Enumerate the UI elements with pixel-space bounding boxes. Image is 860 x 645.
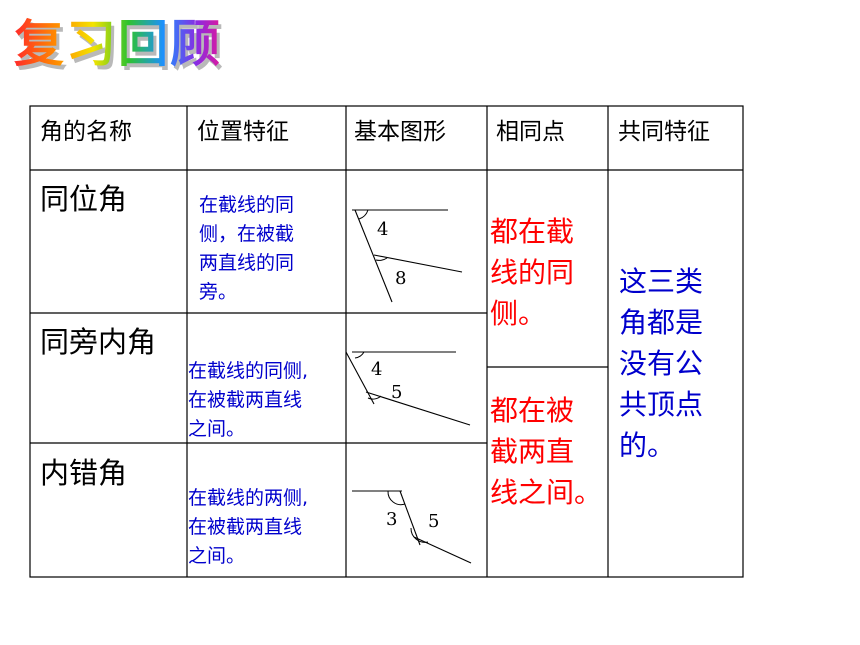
same-side-interior-angles-figure bbox=[345, 351, 471, 426]
page-title: 复习回顾 bbox=[14, 4, 222, 76]
header-same-point: 相同点 bbox=[496, 119, 565, 145]
position-text-row3: 在截线的两侧, 在被截两直线 之间。 bbox=[188, 487, 309, 567]
figure1-label-b: 8 bbox=[395, 268, 407, 289]
figure3-label-a: 3 bbox=[386, 509, 398, 530]
title-shadow: 复习回顾 bbox=[17, 8, 225, 80]
corresponding-angles-figure bbox=[352, 209, 463, 303]
alternate-interior-angles-figure bbox=[352, 490, 472, 564]
position-text-row2: 在截线的同侧, 在被截两直线 之间。 bbox=[188, 360, 309, 440]
figure2-label-a: 4 bbox=[371, 359, 383, 380]
position-text-row1: 在截线的同 侧，在被截 两直线的同 旁。 bbox=[199, 194, 295, 303]
header-basic-figure: 基本图形 bbox=[354, 119, 446, 145]
header-common-feature: 共同特征 bbox=[618, 119, 710, 145]
figure1-label-a: 4 bbox=[377, 219, 389, 240]
row-name-same-side-interior: 同旁内角 bbox=[40, 325, 157, 359]
header-position-feature: 位置特征 bbox=[197, 119, 289, 145]
row-name-corresponding: 同位角 bbox=[40, 182, 128, 216]
figure3-label-b: 5 bbox=[428, 511, 440, 532]
same-point-between-lines: 都在被 截两直 线之间。 bbox=[490, 394, 603, 509]
common-feature-text: 这三类 角都是 没有公 共顶点 的。 bbox=[619, 265, 704, 462]
row-name-alternate-interior: 内错角 bbox=[40, 456, 128, 490]
header-angle-name: 角的名称 bbox=[40, 119, 132, 145]
same-point-same-side: 都在截 线的同 侧。 bbox=[490, 215, 575, 330]
figure2-label-b: 5 bbox=[391, 382, 403, 403]
